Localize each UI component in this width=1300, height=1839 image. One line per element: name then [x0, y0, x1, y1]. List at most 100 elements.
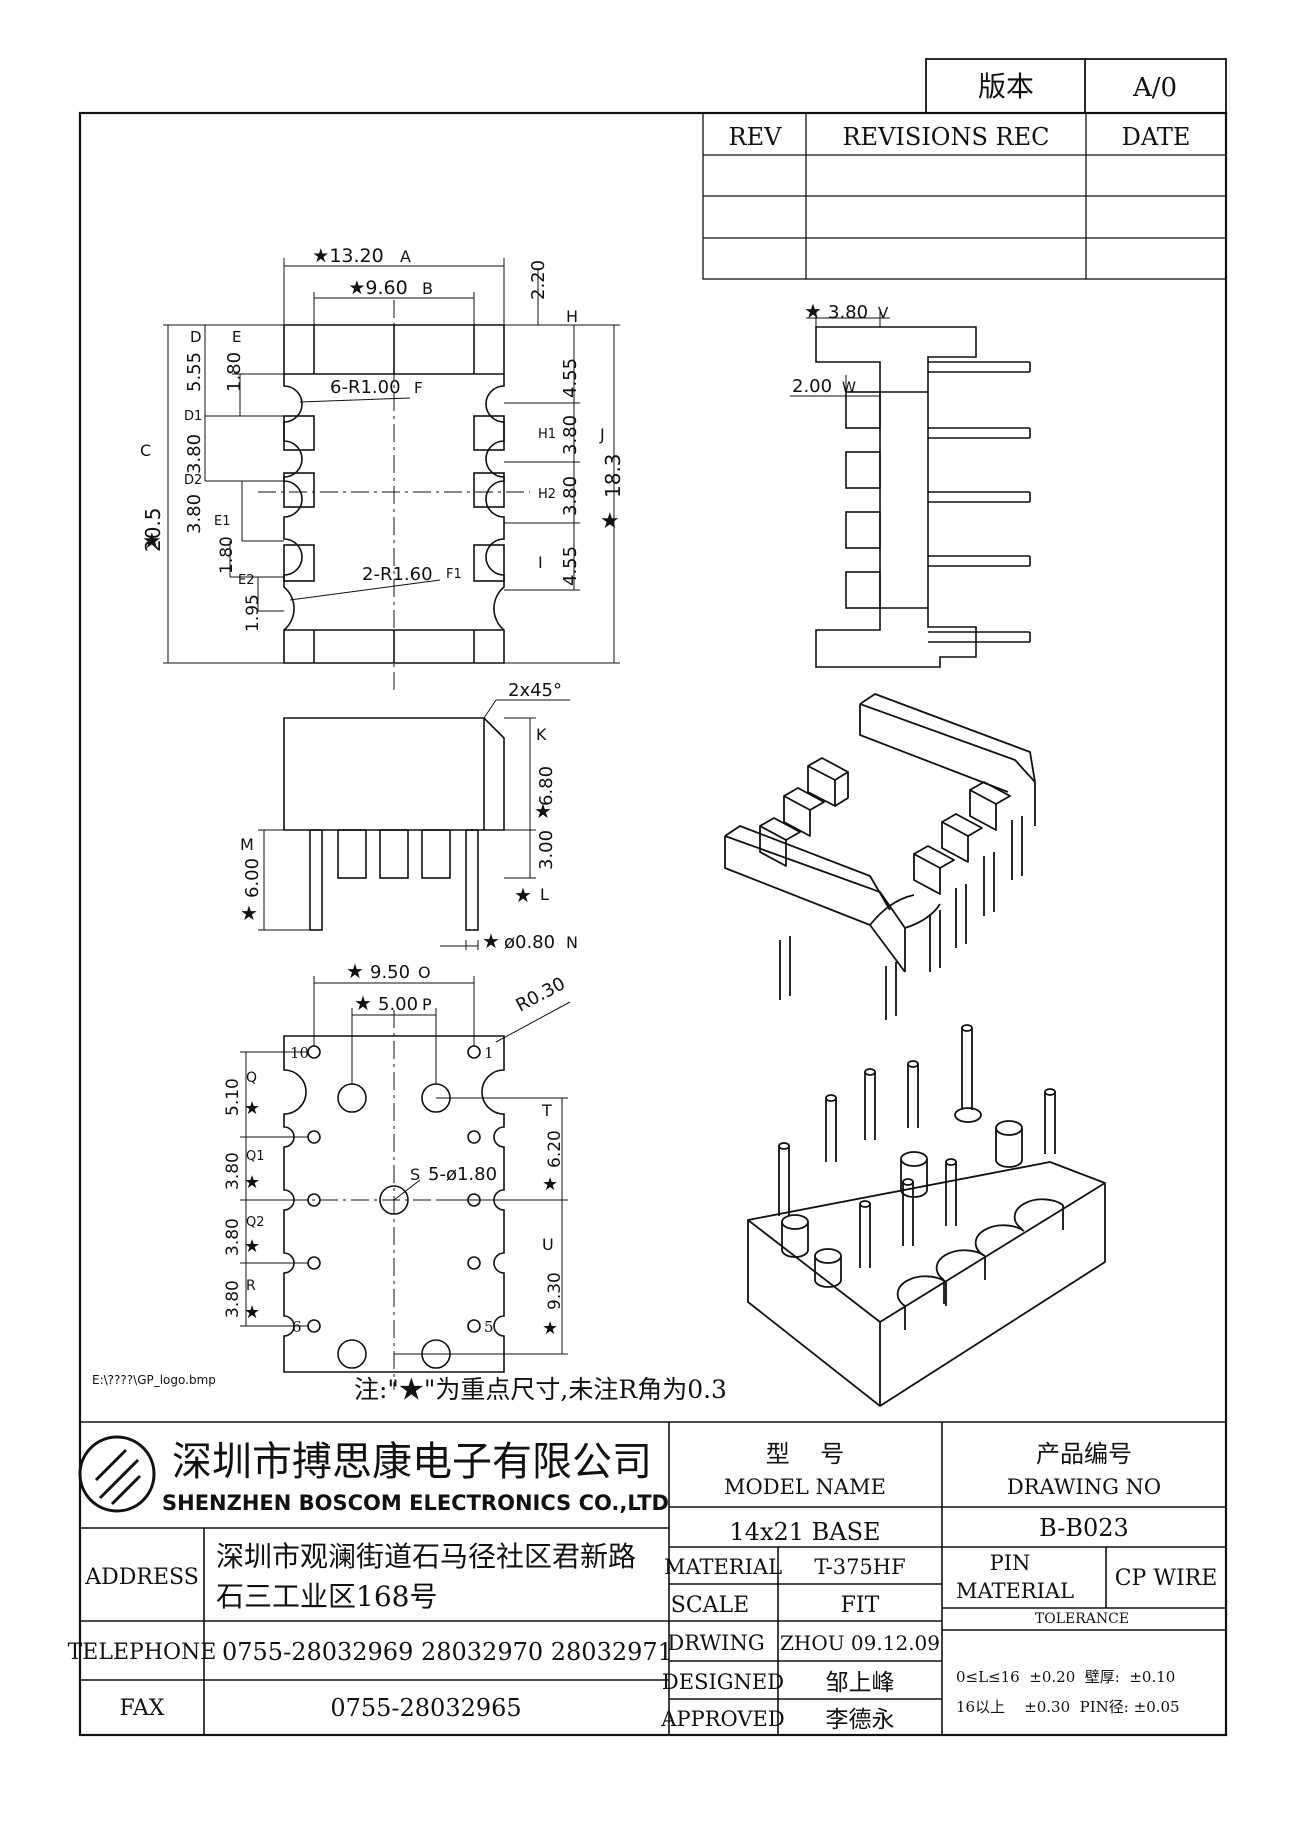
dim-q1-tag: Q1 — [246, 1149, 265, 1164]
dim-v-star: ★ — [804, 299, 822, 323]
drawing-label-cn: 产品编号 — [1036, 1440, 1132, 1468]
dim-p-label: 5.00 — [378, 994, 418, 1015]
dim-k-tag: K — [536, 725, 547, 744]
pin-5-label: 5 — [484, 1318, 494, 1336]
pin-10-label: 10 — [290, 1044, 309, 1062]
dim-t-tag: T — [541, 1101, 552, 1120]
material-value: T-375HF — [814, 1555, 905, 1579]
dim-m-tag: M — [240, 835, 254, 854]
dim-chamfer-label: 2x45° — [508, 680, 562, 701]
company-name-en: SHENZHEN BOSCOM ELECTRONICS CO.,LTD — [162, 1491, 669, 1515]
dim-n-label: ø0.80 — [504, 932, 555, 953]
dim-i-label: 4.55 — [560, 546, 581, 586]
dim-q-tag: Q — [246, 1070, 257, 1086]
dim-m-label: 6.00 — [242, 858, 263, 898]
model-label-cn: 型 号 — [766, 1440, 845, 1468]
drwing-value: ZHOU 09.12.09 — [780, 1631, 940, 1655]
dim-j-star: ★ — [600, 509, 620, 534]
model-label-en: MODEL NAME — [724, 1475, 886, 1499]
dim-w-label: 2.00 — [792, 376, 832, 397]
pin-material-label-2: MATERIAL — [956, 1579, 1074, 1603]
dim-u-label: 9.30 — [545, 1272, 565, 1310]
company-logo — [78, 1435, 156, 1513]
bottom-view-dimensions — [240, 976, 571, 1355]
dim-d-tag: D — [190, 328, 202, 346]
dim-p-tag: P — [422, 995, 432, 1014]
dim-i-tag: I — [538, 553, 543, 572]
dim-c-tag: C — [140, 441, 151, 460]
dim-s-tag: S — [410, 1165, 420, 1184]
scale-label: SCALE — [671, 1593, 749, 1618]
dim-rr-label: 3.80 — [223, 1280, 243, 1318]
dim-l-label: 3.00 — [536, 830, 557, 870]
dim-q1-star: ★ — [244, 1172, 260, 1193]
dim-f1-tag: F1 — [446, 567, 462, 582]
isometric-view-top — [724, 693, 1036, 1020]
designed-value: 邹上峰 — [826, 1670, 895, 1696]
dim-a-label: ★13.20 — [312, 245, 383, 267]
side-view-dimensions — [790, 310, 890, 397]
tolerance-label: TOLERANCE — [1035, 1611, 1129, 1627]
dim-j-tag: J — [599, 425, 605, 444]
dim-n-star: ★ — [482, 929, 500, 953]
dim-o-tag: O — [418, 963, 431, 982]
dim-k-star: ★ — [534, 799, 552, 823]
dim-c-label: 20.5 — [141, 507, 165, 552]
tolerance-row-2: 16以上 ±0.30 PIN径: ±0.05 — [956, 1698, 1180, 1716]
revisions-rev-header: REV — [729, 123, 783, 151]
dim-d-label: 5.55 — [184, 352, 205, 392]
dim-j-label: 18.3 — [601, 453, 625, 498]
dim-q2-label: 3.80 — [223, 1218, 243, 1256]
dim-a-tag: A — [400, 247, 411, 266]
dim-rr-tag: R — [246, 1278, 256, 1294]
dim-b-tag: B — [422, 279, 433, 298]
dim-o-label: 9.50 — [370, 962, 410, 983]
dim-o-star: ★ — [346, 959, 364, 983]
drawing-number: B-B023 — [1039, 1514, 1129, 1542]
dim-t-label: 6.20 — [545, 1130, 565, 1168]
dim-l-star: ★ — [514, 883, 532, 907]
dim-t-star: ★ — [542, 1174, 558, 1195]
material-label: MATERIAL — [664, 1555, 782, 1579]
dim-k-label: 6.80 — [536, 766, 557, 806]
dim-e-tag: E — [232, 328, 241, 346]
front-view-dimensions — [258, 699, 570, 950]
dim-f1-label: 2-R1.60 — [362, 564, 433, 585]
dim-q-star: ★ — [244, 1098, 260, 1119]
dim-u-star: ★ — [542, 1318, 558, 1339]
pin-material-label-1: PIN — [990, 1551, 1031, 1575]
dim-top-offset-label: 2.20 — [528, 260, 549, 300]
dim-e-label: 1.80 — [224, 352, 245, 392]
isometric-view-bottom — [747, 1024, 1106, 1407]
dim-q2-tag: Q2 — [246, 1215, 265, 1230]
side-view — [815, 326, 1031, 668]
dim-v-tag: V — [878, 304, 889, 322]
dim-v-label: 3.80 — [828, 302, 868, 323]
title-block-grid — [80, 1421, 1226, 1735]
revisions-date-header: DATE — [1122, 123, 1191, 151]
approved-label: APPROVED — [660, 1707, 784, 1731]
dim-d1-label: 3.80 — [184, 434, 205, 474]
version-box — [925, 58, 1227, 114]
top-view-dimensions — [163, 258, 620, 664]
dim-u-tag: U — [542, 1235, 554, 1254]
dim-f-label: 6-R1.00 — [330, 377, 401, 398]
version-value: A/0 — [1132, 73, 1177, 103]
dim-h-tag: H — [566, 307, 578, 326]
dim-e1-tag: E1 — [214, 514, 231, 529]
sheet-frame — [78, 111, 1228, 1737]
dim-h-right-label: 4.55 — [560, 358, 581, 398]
dim-d2-tag: D2 — [184, 473, 202, 488]
dim-e2-label: 1.95 — [243, 594, 263, 632]
logo-file-path: E:\????\GP_logo.bmp — [92, 1373, 216, 1387]
drwing-label: DRWING — [667, 1631, 764, 1655]
dim-d2-label: 3.80 — [184, 494, 205, 534]
company-name-cn: 深圳市搏思康电子有限公司 — [172, 1439, 652, 1485]
dim-b-label: ★9.60 — [348, 277, 407, 299]
dim-h2-label: 3.80 — [560, 476, 581, 516]
dim-e1-label: 1.80 — [217, 536, 237, 574]
revisions-rec-header: REVISIONS REC — [842, 123, 1049, 151]
fax-label: FAX — [120, 1696, 165, 1721]
revisions-table — [702, 112, 1227, 280]
